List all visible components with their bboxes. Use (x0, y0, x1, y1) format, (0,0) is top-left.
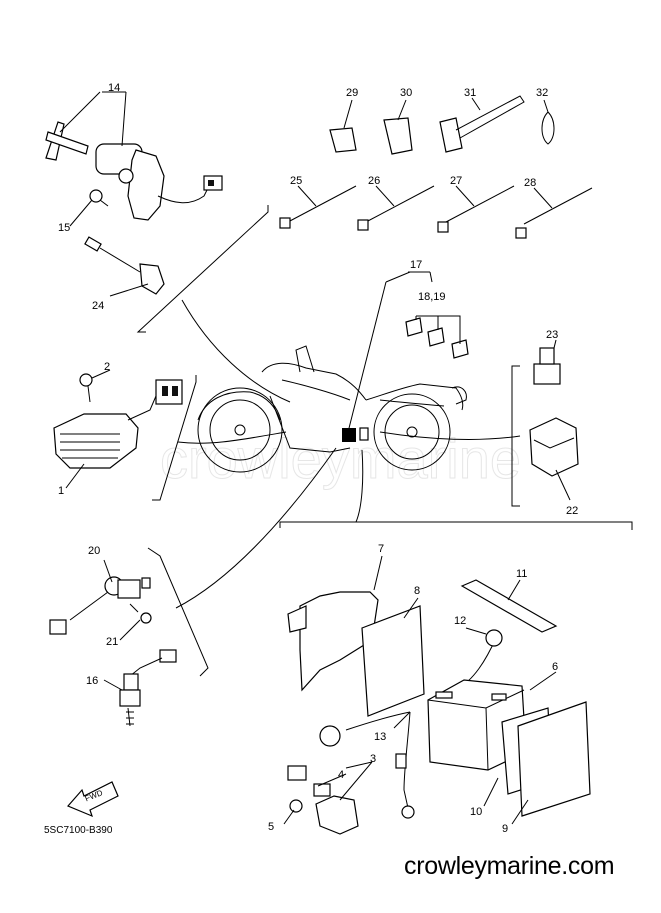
callout-30: 30 (400, 87, 412, 99)
group-brackets (136, 205, 633, 677)
callout-31: 31 (464, 87, 476, 99)
callout-1: 1 (58, 485, 64, 497)
band-11 (460, 579, 558, 633)
website-caption: crowleymarine.com (404, 852, 615, 880)
screw-15 (89, 189, 109, 207)
callout-16: 16 (86, 675, 98, 687)
callout-17: 17 (410, 259, 422, 271)
regulator-assembly (53, 373, 183, 469)
callout-29: 29 (346, 87, 358, 99)
callout-15: 15 (58, 222, 70, 234)
bracket-7-assembly (287, 591, 425, 717)
callout-18-19: 18,19 (418, 291, 446, 303)
callout-3: 3 (370, 753, 376, 765)
plates-9-10 (501, 701, 591, 817)
callout-20: 20 (88, 545, 100, 557)
callout-22: 22 (566, 505, 578, 517)
callout-8: 8 (414, 585, 420, 597)
battery-cables (319, 629, 503, 819)
callout-9: 9 (502, 823, 508, 835)
connectors-17-19 (405, 317, 469, 359)
clamps (329, 95, 555, 155)
drawing-code: 5SC7100-B390 (44, 825, 113, 836)
relays-22-23 (529, 347, 579, 477)
part-24-sensor (84, 236, 165, 295)
callout-11: 11 (516, 568, 527, 580)
callout-labels: 14 15 24 2 1 20 21 16 29 30 31 32 25 26 … (58, 82, 578, 835)
relay-3-assembly (287, 765, 359, 835)
callout-23: 23 (546, 329, 558, 341)
callout-10: 10 (470, 806, 482, 818)
motorcycle-outline (197, 345, 467, 473)
callout-leaders (59, 91, 571, 825)
callout-14: 14 (108, 82, 120, 94)
callout-5: 5 (268, 821, 274, 833)
watermark-text: crowleymarine (160, 427, 521, 490)
callout-24: 24 (92, 300, 104, 312)
callout-25: 25 (290, 175, 302, 187)
callout-6: 6 (552, 661, 558, 673)
callout-27: 27 (450, 175, 462, 187)
fwd-arrow: FWD (66, 781, 119, 818)
callout-7: 7 (378, 543, 384, 555)
cable-ties (279, 185, 593, 239)
callout-4: 4 (338, 769, 344, 781)
main-switch-assembly (45, 121, 223, 221)
switch-16-assembly (119, 649, 177, 727)
callout-12: 12 (454, 615, 466, 627)
sensor-20-assembly (49, 576, 152, 635)
callout-2: 2 (104, 361, 110, 373)
callout-32: 32 (536, 87, 548, 99)
callout-26: 26 (368, 175, 380, 187)
callout-21: 21 (106, 636, 118, 648)
callout-28: 28 (524, 177, 536, 189)
callout-13: 13 (374, 731, 386, 743)
